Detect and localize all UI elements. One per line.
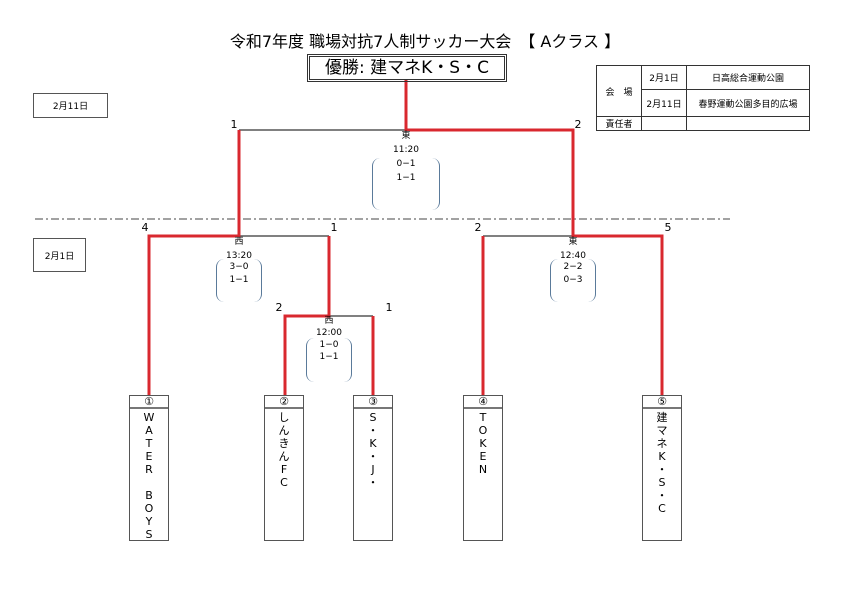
winner-box: 優勝: 建マネK・S・C <box>307 54 507 82</box>
match-time: 12:00 <box>316 328 342 338</box>
match-field: 西 <box>234 237 244 247</box>
team-number: ⑤ <box>643 396 681 409</box>
match-score: 2−2 <box>563 262 583 272</box>
team-name: W A T E R B O Y S <box>143 411 155 541</box>
score-bracket <box>216 259 262 302</box>
responsible-date <box>641 116 687 131</box>
team-box: ② し ん き ん F C <box>264 395 304 541</box>
match-field: 西 <box>324 316 334 326</box>
match-score: 1−1 <box>396 173 416 183</box>
match-score: 0−3 <box>563 275 583 285</box>
seed-label: 1 <box>330 221 338 234</box>
match-score: 3−0 <box>229 262 249 272</box>
score-bracket <box>550 259 596 302</box>
seed-label: 1 <box>385 301 393 314</box>
venue-date: 2月11日 <box>641 89 687 117</box>
team-box: ④ T O K E N <box>463 395 503 541</box>
match-score: 0−1 <box>396 159 416 169</box>
seed-label: 4 <box>141 221 149 234</box>
responsible-label: 責任者 <box>596 116 642 131</box>
responsible-name <box>686 116 810 131</box>
match-field: 東 <box>568 237 578 247</box>
match-field: 東 <box>401 131 411 141</box>
team-box: ⑤ 建 マ ネ K ・ S ・ C <box>642 395 682 541</box>
venue-table: 会 場 2月1日 日高総合運動公園 2月11日 春野運動公園多目的広場 責任者 <box>596 65 810 131</box>
match-time: 11:20 <box>393 145 419 155</box>
team-name: S ・ K ・ J ・ <box>367 411 379 489</box>
team-name: T O K E N <box>478 411 488 476</box>
team-name: し ん き ん F C <box>278 411 290 489</box>
seed-label: 5 <box>664 221 672 234</box>
team-box: ① W A T E R B O Y S <box>129 395 169 541</box>
team-name: 建 マ ネ K ・ S ・ C <box>656 411 668 515</box>
venue-date: 2月1日 <box>641 65 687 90</box>
seed-label: 2 <box>474 221 482 234</box>
seed-label: 1 <box>230 118 238 131</box>
venue-label: 会 場 <box>596 65 642 117</box>
team-number: ③ <box>354 396 392 409</box>
team-number: ② <box>265 396 303 409</box>
match-time: 13:20 <box>226 251 252 261</box>
team-number: ④ <box>464 396 502 409</box>
loss-lines <box>239 129 573 317</box>
venue-place: 春野運動公園多目的広場 <box>686 89 810 117</box>
date-label-day1: 2月1日 <box>33 238 86 272</box>
match-score: 1−1 <box>319 352 339 362</box>
score-bracket <box>372 158 440 210</box>
team-number: ① <box>130 396 168 409</box>
match-time: 12:40 <box>560 251 586 261</box>
team-box: ③ S ・ K ・ J ・ <box>353 395 393 541</box>
date-label-day2: 2月11日 <box>33 93 108 118</box>
venue-place: 日高総合運動公園 <box>686 65 810 90</box>
page-title: 令和7年度 職場対抗7人制サッカー大会 【 Aクラス 】 <box>229 32 621 51</box>
match-score: 1−0 <box>319 340 339 350</box>
seed-label: 2 <box>275 301 283 314</box>
score-bracket <box>306 338 352 382</box>
win-lines <box>147 80 664 395</box>
seed-label: 2 <box>574 118 582 131</box>
match-score: 1−1 <box>229 275 249 285</box>
